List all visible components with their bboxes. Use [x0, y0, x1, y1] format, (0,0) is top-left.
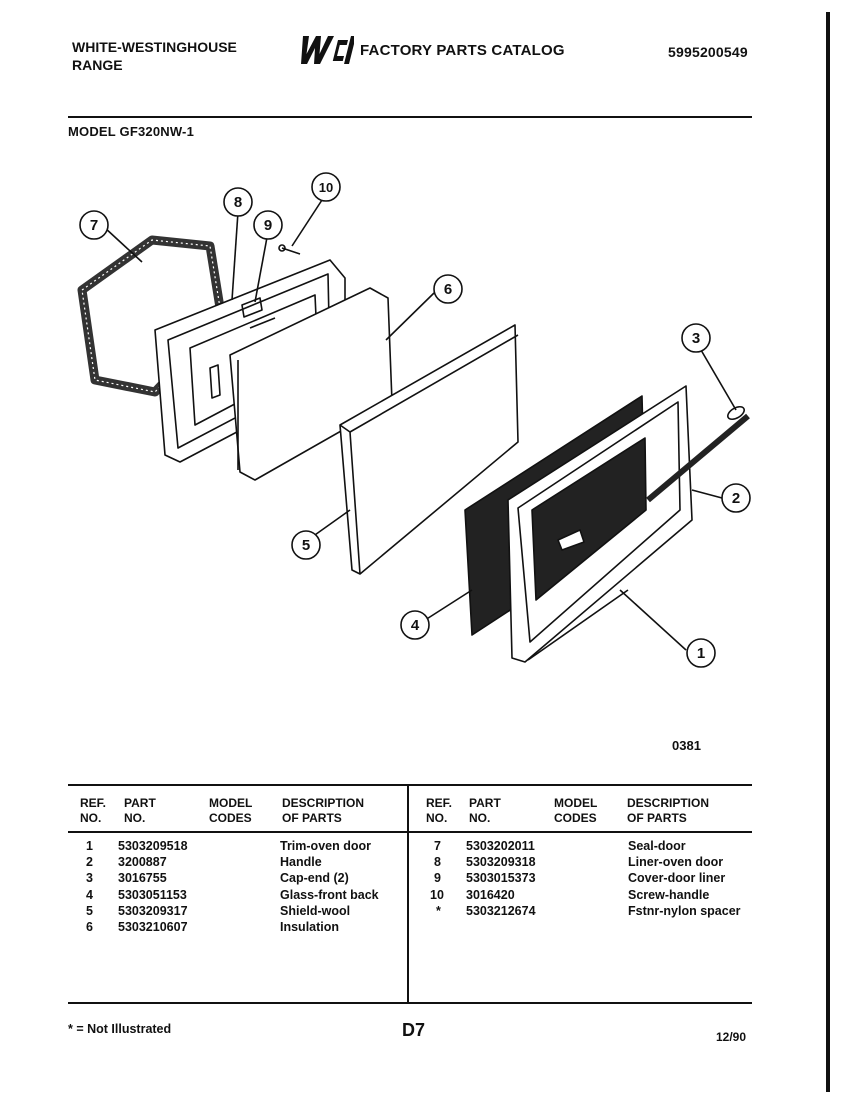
table-row: 4	[86, 888, 93, 902]
ref-no-header-right: REF.NO.	[426, 796, 453, 825]
table-row: 9	[434, 871, 441, 885]
cap-end-part	[727, 405, 745, 421]
callout-2: 2	[732, 490, 740, 507]
callout-3-circle	[681, 323, 711, 353]
exploded-door-diagram: 1 2 3 4 5 6 7 8 9 10	[77, 172, 751, 668]
brand-name: WHITE-WESTINGHOUSE RANGE	[72, 38, 237, 74]
table-row: *	[436, 904, 441, 918]
catalog-title: FACTORY PARTS CATALOG	[360, 42, 565, 59]
part-number: 5303209317	[118, 904, 188, 918]
page-border	[826, 12, 830, 1092]
part-number: 5303051153	[118, 888, 187, 902]
brand-line-2: RANGE	[72, 57, 123, 73]
header-rule	[68, 116, 752, 118]
part-description: Fstnr-nylon spacer	[628, 904, 741, 918]
part-description: Trim-oven door	[280, 839, 371, 853]
shield-wool-part	[339, 324, 519, 575]
ref-no-header-left: REF.NO.	[80, 796, 107, 825]
part-description: Cover-door liner	[628, 871, 726, 885]
table-row: 6	[86, 920, 93, 934]
table-row: 2	[86, 855, 93, 869]
cover-door-liner-part	[241, 297, 263, 318]
callout-1: 1	[697, 645, 705, 662]
part-description: Shield-wool	[280, 904, 351, 918]
table-row: 3	[86, 871, 93, 885]
not-illustrated-note: * = Not Illustrated	[68, 1022, 172, 1036]
callout-9: 9	[264, 217, 272, 234]
table-row: 7	[434, 839, 441, 853]
callout-7: 7	[90, 217, 98, 234]
callout-10: 10	[319, 180, 333, 195]
table-header-rule	[68, 831, 752, 833]
callout-5: 5	[302, 537, 310, 554]
part-number: 5303212674	[466, 904, 536, 918]
catalog-number: 5995200549	[668, 44, 748, 60]
callout-10-circle	[311, 172, 341, 202]
part-number: 3200887	[118, 855, 167, 869]
callout-4-circle	[400, 610, 430, 640]
part-description: Liner-oven door	[628, 855, 724, 869]
callout-2-circle	[721, 483, 751, 513]
table-row: 10	[430, 888, 444, 902]
table-row: 5	[86, 904, 93, 918]
callout-6: 6	[444, 281, 452, 298]
handle-part	[646, 413, 750, 503]
part-description: Insulation	[280, 920, 340, 934]
table-top-rule	[68, 784, 752, 786]
part-number: 5303210607	[118, 920, 188, 934]
brand-line-1: WHITE-WESTINGHOUSE	[72, 39, 237, 55]
callout-6-circle	[433, 274, 463, 304]
figure-number: 0381	[672, 738, 701, 753]
model-number: MODEL GF320NW-1	[68, 124, 195, 139]
revision-date: 12/90	[716, 1030, 747, 1044]
callout-4: 4	[411, 617, 420, 634]
part-number: 3016755	[118, 871, 167, 885]
table-row: 1	[86, 839, 93, 853]
callout-7-circle	[79, 210, 109, 240]
table-bottom-rule	[68, 1002, 752, 1004]
wci-logo	[301, 36, 354, 64]
page-number: D7	[402, 1020, 426, 1040]
table-row: 8	[434, 855, 441, 869]
part-description: Cap-end (2)	[280, 871, 349, 885]
callout-9-circle	[253, 210, 283, 240]
part-number: 5303209318	[466, 855, 536, 869]
callout-8-circle	[223, 187, 253, 217]
callout-5-circle	[291, 530, 321, 560]
table-column-divider	[407, 784, 409, 1004]
callout-8: 8	[234, 194, 242, 211]
part-number: 5303202011	[466, 839, 535, 853]
part-number: 5303209518	[118, 839, 188, 853]
part-description: Glass-front back	[280, 888, 379, 902]
part-number: 3016420	[466, 888, 515, 902]
part-number: 5303015373	[466, 871, 536, 885]
part-description: Seal-door	[628, 839, 686, 853]
part-description: Screw-handle	[628, 888, 710, 902]
callout-3: 3	[692, 330, 700, 347]
part-description: Handle	[280, 855, 322, 869]
callout-1-circle	[686, 638, 716, 668]
